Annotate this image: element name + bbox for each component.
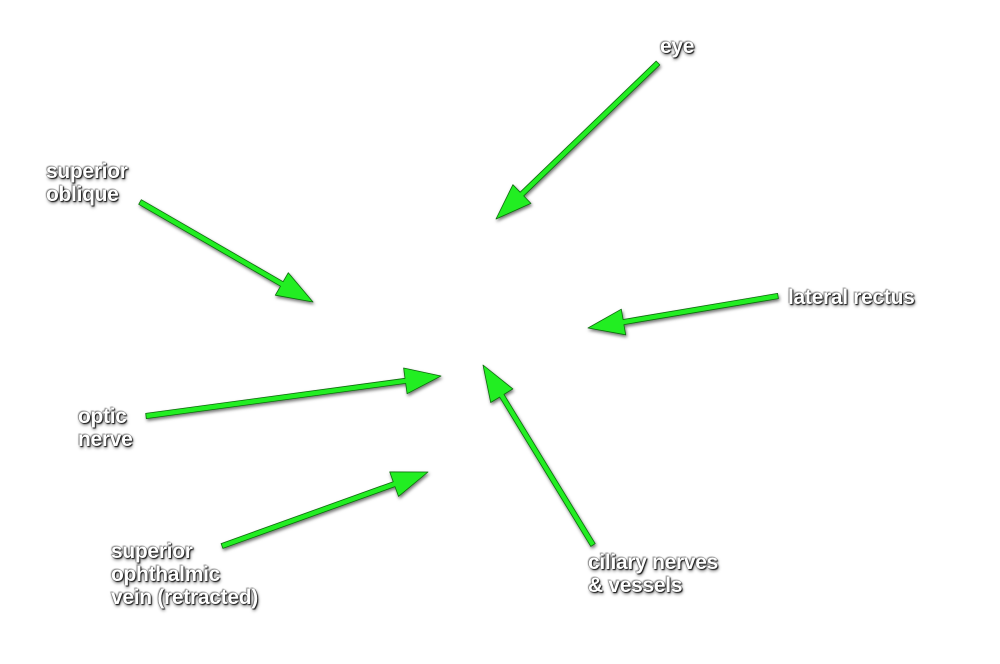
label-ciliary-nerves-vessels: ciliary nerves & vessels (588, 551, 718, 597)
label-line: vein (retracted) (111, 586, 258, 609)
arrow-lateral-rectus (587, 292, 779, 336)
arrow-eye (495, 60, 661, 220)
label-line: ciliary nerves (588, 551, 719, 574)
arrow-shape (220, 471, 429, 549)
arrow-shape (495, 60, 661, 220)
arrow-shape (587, 292, 779, 336)
label-superior-oblique: superior oblique (46, 160, 128, 206)
label-optic-nerve: optic nerve (78, 405, 133, 451)
arrow-superior-oblique (138, 199, 314, 303)
arrow-optic-nerve (145, 367, 442, 420)
arrow-shape (138, 199, 314, 303)
label-line: eye (660, 35, 695, 58)
label-superior-ophthalmic-vein: superior ophthalmic vein (retracted) (111, 540, 258, 609)
arrow-ciliary-nerves-vessels (482, 364, 596, 547)
label-line: ophthalmic (111, 563, 221, 586)
arrow-shape (482, 364, 596, 547)
label-line: superior (46, 160, 128, 183)
label-line: optic (78, 405, 127, 428)
arrow-shape (145, 367, 442, 420)
label-line: oblique (46, 183, 119, 206)
label-line: nerve (78, 428, 133, 451)
label-line: lateral rectus (788, 286, 915, 309)
label-line: & vessels (588, 574, 683, 597)
label-lateral-rectus: lateral rectus (788, 286, 915, 309)
label-eye: eye (660, 35, 694, 58)
label-line: superior (111, 540, 193, 563)
arrow-superior-ophthalmic-vein (220, 471, 429, 549)
